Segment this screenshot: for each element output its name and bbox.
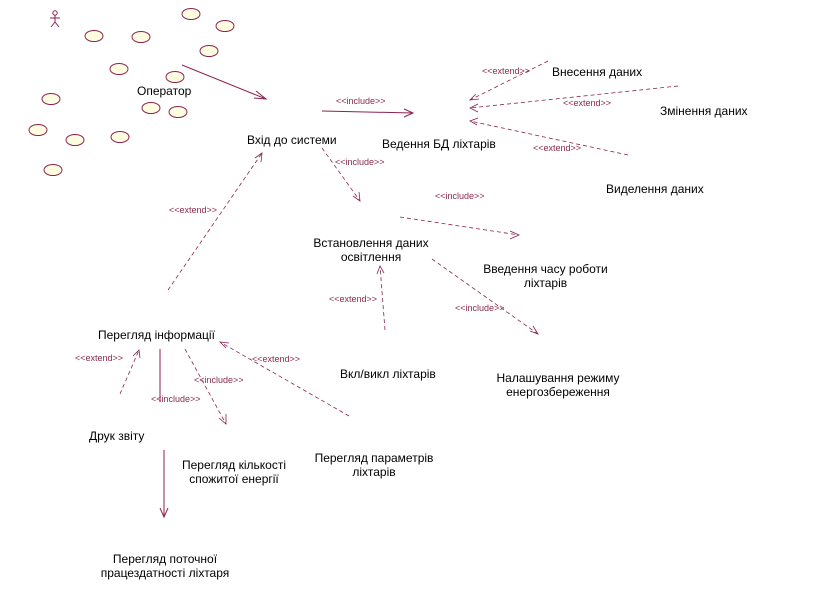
use-case-light-params-line2: ліхтарів	[352, 465, 396, 479]
use-case-energy-mode[interactable]: Налашування режиму енергозбереження	[490, 371, 626, 399]
ellipse-marker	[43, 164, 63, 176]
use-case-energy-mode-line2: енергозбереження	[506, 385, 610, 399]
use-case-energy-used-line1: Перегляд кількості	[182, 458, 286, 472]
stereotype-extend-label: <<extend>>	[169, 205, 218, 215]
include-edge-view-energy	[184, 348, 227, 425]
include-edge-lighting-energymode	[431, 258, 539, 335]
include-edge-login-lighting	[321, 147, 361, 202]
extend-edge-delete-db	[469, 117, 629, 156]
ellipse-marker	[109, 63, 129, 75]
use-case-login[interactable]: Вхід до системи	[247, 133, 337, 147]
stereotype-extend-label: <<extend>>	[75, 353, 124, 363]
stereotype-extend-label: <<extend>>	[329, 294, 378, 304]
stereotype-include-label: <<include>>	[335, 157, 385, 167]
ellipse-markers	[28, 8, 235, 176]
use-case-work-time-line1: Введення часу роботи	[483, 262, 608, 276]
use-case-work-time-line2: ліхтарів	[523, 276, 568, 290]
include-edge-login-db	[321, 108, 415, 118]
ellipse-marker	[65, 134, 85, 146]
actor-name-label: Оператор	[137, 84, 192, 98]
extend-edge-print-view	[119, 349, 141, 395]
stereotype-include-label: <<include>>	[151, 394, 201, 404]
use-case-on-off[interactable]: Вкл/викл ліхтарів	[340, 367, 436, 381]
stereotype-include-label: <<include>>	[455, 303, 505, 313]
stereotype-extend-label: <<extend>>	[252, 354, 301, 364]
ellipse-marker	[165, 71, 185, 83]
include-edge-view-status	[159, 349, 169, 519]
association-edge	[181, 64, 268, 100]
include-edge-lighting-worktime	[399, 216, 520, 240]
stereotype-include-label: <<include>>	[435, 191, 485, 201]
use-case-light-params-line1: Перегляд параметрів	[314, 451, 434, 465]
stereotype-extend-label: <<extend>>	[563, 98, 612, 108]
ellipse-marker	[199, 45, 219, 57]
ellipse-marker	[41, 93, 61, 105]
use-case-lighting-setup-line2: освітлення	[340, 250, 402, 264]
use-case-db-lights[interactable]: Ведення БД ліхтарів	[382, 137, 496, 151]
ellipse-marker	[181, 8, 201, 20]
actor-icon[interactable]	[50, 10, 60, 28]
ellipse-marker	[131, 31, 151, 43]
use-case-lighting-setup-line1: Встановлення даних	[313, 236, 429, 250]
use-case-light-status-line2: працездатності ліхтаря	[100, 566, 230, 580]
use-case-enter-data[interactable]: Внесення даних	[552, 65, 643, 79]
use-case-light-status-line1: Перегляд поточної	[112, 552, 218, 566]
use-case-light-params[interactable]: Перегляд параметрів ліхтарів	[308, 451, 440, 479]
stereotype-extend-label: <<extend>>	[482, 66, 531, 76]
extend-edge-change-db	[469, 85, 679, 113]
use-case-lighting-setup[interactable]: Встановлення даних освітлення	[312, 236, 430, 264]
use-case-delete-data[interactable]: Виделення даних	[606, 182, 704, 196]
use-case-energy-used[interactable]: Перегляд кількості спожитої енергії	[175, 458, 293, 486]
ellipse-marker	[215, 20, 235, 32]
use-case-light-status[interactable]: Перегляд поточної працездатності ліхтаря	[94, 552, 236, 580]
use-case-work-time[interactable]: Введення часу роботи ліхтарів	[478, 262, 613, 290]
use-case-view-info[interactable]: Перегляд інформації	[98, 328, 215, 342]
stereotype-extend-label: <<extend>>	[533, 143, 582, 153]
use-case-print-report[interactable]: Друк звіту	[89, 429, 145, 443]
extend-edge-view-login	[167, 152, 263, 291]
extend-edge-onoff-lighting	[376, 265, 386, 331]
stereotype-include-label: <<include>>	[194, 375, 244, 385]
use-case-change-data[interactable]: Змінення даних	[660, 104, 748, 118]
ellipse-marker	[28, 124, 48, 136]
ellipse-marker	[141, 102, 161, 114]
use-case-energy-used-line2: спожитої енергії	[189, 472, 279, 486]
stereotype-include-label: <<include>>	[336, 96, 386, 106]
extend-edge-params-view	[218, 341, 350, 417]
ellipse-marker	[84, 30, 104, 42]
ellipse-marker	[168, 106, 188, 118]
ellipse-marker	[110, 131, 130, 143]
extend-edge-enter-db	[468, 60, 549, 101]
use-case-energy-mode-line1: Налашування режиму	[496, 371, 620, 385]
